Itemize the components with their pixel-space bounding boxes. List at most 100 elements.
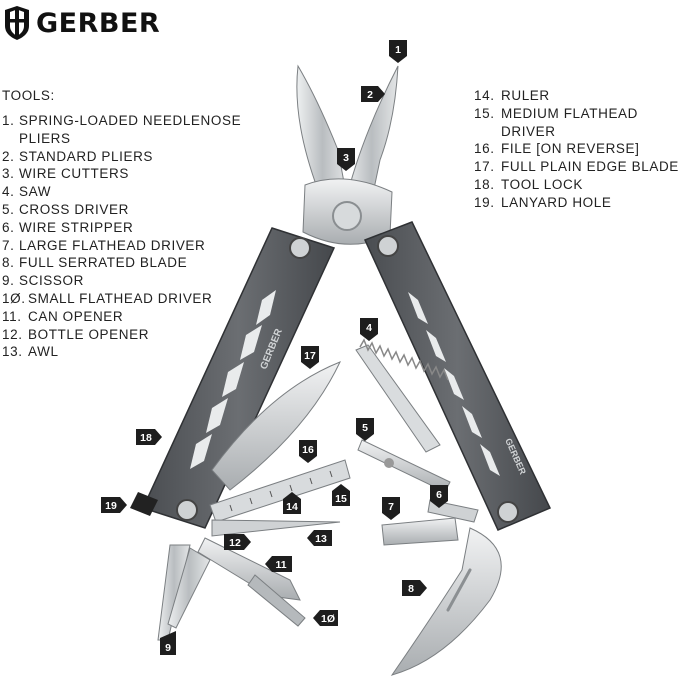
tool-number: 19. <box>474 194 495 210</box>
tool-label: FULL SERRATED BLADE <box>19 255 188 271</box>
tool-label: SPRING-LOADED NEEDLENOSE PLIERS <box>19 113 242 146</box>
callout-label: 13 <box>315 533 327 545</box>
callout-15: 15 <box>332 484 350 506</box>
tool-item: 18. TOOL LOCK <box>474 176 679 194</box>
callout-label: 2 <box>367 89 373 101</box>
tool-label: SMALL FLATHEAD DRIVER <box>28 290 213 306</box>
tool-item: 16.FILE [ON REVERSE] <box>474 140 679 158</box>
brand-logo: GERBER <box>2 6 160 40</box>
tool-number: 1Ø. <box>2 290 26 306</box>
callout-label: 8 <box>408 583 414 595</box>
tool-number: 13. <box>2 344 23 360</box>
callout-14: 14 <box>283 492 301 514</box>
tool-number: 15. <box>474 105 495 121</box>
tool-item: 7.LARGE FLATHEAD DRIVER <box>2 237 252 255</box>
tool-number: 18. <box>474 176 495 192</box>
tool-label: MEDIUM FLATHEAD DRIVER <box>501 105 639 139</box>
serrated-blade <box>390 527 502 676</box>
tool-item: 19. LANYARD HOLE <box>474 194 679 212</box>
callout-label: 19 <box>105 500 117 512</box>
callout-10: 1Ø <box>313 610 338 626</box>
tool-label: SCISSOR <box>19 273 84 289</box>
callout-6: 6 <box>430 485 448 508</box>
tool-item: 3.WIRE CUTTERS <box>2 165 252 183</box>
callout-label: 3 <box>343 152 349 164</box>
tool-item: 4.SAW <box>2 183 252 201</box>
tool-label: TOOL LOCK <box>501 176 583 192</box>
handle-rivet <box>377 235 399 257</box>
handle-rivet <box>289 237 311 259</box>
tool-item: 1Ø.SMALL FLATHEAD DRIVER <box>2 290 252 308</box>
tool-number: 14. <box>474 88 495 103</box>
callout-19: 19 <box>101 497 127 513</box>
tool-item: 8.FULL SERRATED BLADE <box>2 254 252 272</box>
saw <box>355 338 449 453</box>
scissor-blade <box>167 547 211 629</box>
callout-label: 17 <box>304 350 316 362</box>
callout-18: 18 <box>136 429 162 445</box>
tool-number: 17. <box>474 159 495 175</box>
callout-3: 3 <box>337 148 355 171</box>
awl <box>211 519 341 537</box>
ruler-file <box>209 459 351 523</box>
handle-rivet <box>176 499 198 521</box>
tool-number: 9. <box>2 273 15 289</box>
callout-label: 15 <box>335 493 347 505</box>
tool-label: CAN OPENER <box>28 308 124 324</box>
tool-label: WIRE CUTTERS <box>19 166 129 182</box>
lanyard-hole <box>130 492 158 516</box>
handle-rivet <box>497 501 519 523</box>
plain-edge-blade <box>211 361 341 491</box>
tool-label: AWL <box>28 344 59 360</box>
brand-name: GERBER <box>36 7 161 39</box>
cross-driver <box>357 439 451 493</box>
tool-number: 5. <box>2 201 15 217</box>
tool-number: 16. <box>474 141 495 157</box>
callout-label: 5 <box>362 422 368 434</box>
tools-heading: TOOLS: <box>2 88 55 103</box>
callout-label: 16 <box>302 444 314 456</box>
tool-number: 11. <box>2 308 22 324</box>
callout-12: 12 <box>224 534 251 550</box>
tool-number: 6. <box>2 219 15 235</box>
tool-item: 13. AWL <box>2 343 252 361</box>
left-handle: GERBER <box>130 227 336 529</box>
plier-pivot <box>332 201 362 231</box>
tool-label: LANYARD HOLE <box>501 194 612 210</box>
callout-2: 2 <box>361 86 385 102</box>
tool-label: STANDARD PLIERS <box>19 148 154 164</box>
callout-label: 6 <box>436 489 442 501</box>
tool-item: 14.RULER <box>474 87 679 105</box>
callout-label: 1Ø <box>321 613 335 625</box>
small-flathead-driver <box>247 574 306 627</box>
tool-number: 4. <box>2 184 15 200</box>
tool-item: 12.BOTTLE OPENER <box>2 326 252 344</box>
callout-9: 9 <box>160 631 176 655</box>
tools-list-left: 1.SPRING-LOADED NEEDLENOSE PLIERS 2.STAN… <box>2 112 252 361</box>
callout-11: 11 <box>265 556 292 572</box>
tool-item: 6.WIRE STRIPPER <box>2 219 252 237</box>
callout-17: 17 <box>301 346 319 369</box>
callout-16: 16 <box>299 440 317 463</box>
tool-number: 3. <box>2 166 15 182</box>
callout-label: 18 <box>140 432 152 444</box>
tool-number: 7. <box>2 237 15 253</box>
tool-label: SAW <box>19 184 52 200</box>
callout-7: 7 <box>382 497 400 520</box>
callout-label: 1 <box>395 44 401 56</box>
tool-number: 12. <box>2 326 23 342</box>
tool-number: 8. <box>2 255 15 271</box>
tool-item: 11. CAN OPENER <box>2 308 252 326</box>
callout-label: 12 <box>229 537 241 549</box>
callout-label: 4 <box>366 322 372 334</box>
tool-number: 2. <box>2 148 15 164</box>
tool-item: 15. MEDIUM FLATHEAD DRIVER <box>474 105 679 141</box>
tool-label: LARGE FLATHEAD DRIVER <box>19 237 206 253</box>
tool-label: WIRE STRIPPER <box>19 219 134 235</box>
tool-item: 17.FULL PLAIN EDGE BLADE <box>474 158 679 176</box>
gerber-gate-logo-icon <box>5 6 29 40</box>
callout-label: 7 <box>388 501 394 513</box>
right-handle: GERBER <box>363 221 552 531</box>
tool-label: CROSS DRIVER <box>19 201 129 217</box>
